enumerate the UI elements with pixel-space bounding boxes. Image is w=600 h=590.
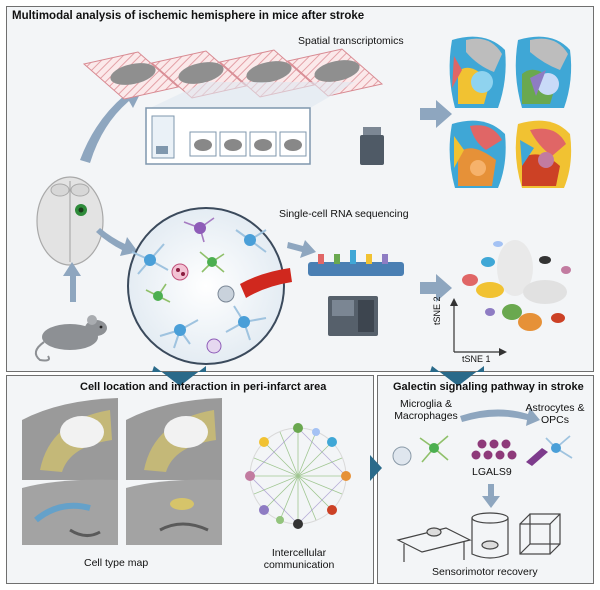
tissue-slides — [82, 48, 384, 108]
astro-line2: OPCs — [540, 414, 569, 426]
brain-top-view-icon — [36, 176, 104, 266]
spatial-transcriptomics-label: Spatial transcriptomics — [298, 35, 404, 47]
sequencing-chip-icon — [308, 250, 404, 276]
flow-arrows — [63, 88, 452, 302]
galectin-title: Galectin signaling pathway in stroke — [393, 381, 584, 393]
cell-type-map-label: Cell type map — [84, 557, 149, 569]
microglia-macrophages-label: Microglia & Macrophages — [388, 398, 464, 422]
spatial-maps — [449, 36, 572, 188]
mouse-icon — [34, 315, 107, 362]
intercellular-communication-label: Intercellular communication — [262, 547, 336, 571]
astro-line1: Astrocytes & — [525, 402, 585, 414]
lgals9-label: LGALS9 — [472, 466, 512, 478]
single-cell-rna-seq-label: Single-cell RNA sequencing — [279, 208, 409, 220]
cell-type-maps — [22, 398, 222, 545]
lgals9-molecules — [471, 439, 517, 460]
intercellular-line1: Intercellular — [271, 547, 327, 559]
signal-arrows — [460, 408, 540, 508]
top-panel-title: Multimodal analysis of ischemic hemisphe… — [12, 10, 365, 22]
astrocyte-icon — [526, 435, 573, 466]
cell-location-title: Cell location and interaction in peri-in… — [80, 381, 327, 393]
microglia-icon — [392, 435, 449, 466]
reagent-tube-icon — [360, 127, 384, 165]
galectin-panel — [377, 375, 594, 584]
sensorimotor-recovery-label: Sensorimotor recovery — [432, 566, 538, 578]
intercellular-line2: communication — [263, 559, 335, 571]
astrocytes-opcs-label: Astrocytes & OPCs — [520, 402, 590, 426]
panel-arrow — [152, 366, 484, 481]
tsne1-axis-label: tSNE 1 — [462, 354, 491, 364]
microglia-line1: Microglia & — [400, 398, 452, 410]
magnified-cells-lens — [127, 207, 292, 365]
tsne-plot — [450, 240, 571, 356]
sequencer-machine-icon — [328, 296, 378, 336]
slide-cartridge — [145, 107, 311, 165]
communication-network — [245, 423, 351, 529]
microglia-line2: Macrophages — [394, 410, 458, 422]
behavior-test-icons — [396, 512, 561, 562]
tsne2-axis-label: tSNE 2 — [432, 296, 442, 325]
